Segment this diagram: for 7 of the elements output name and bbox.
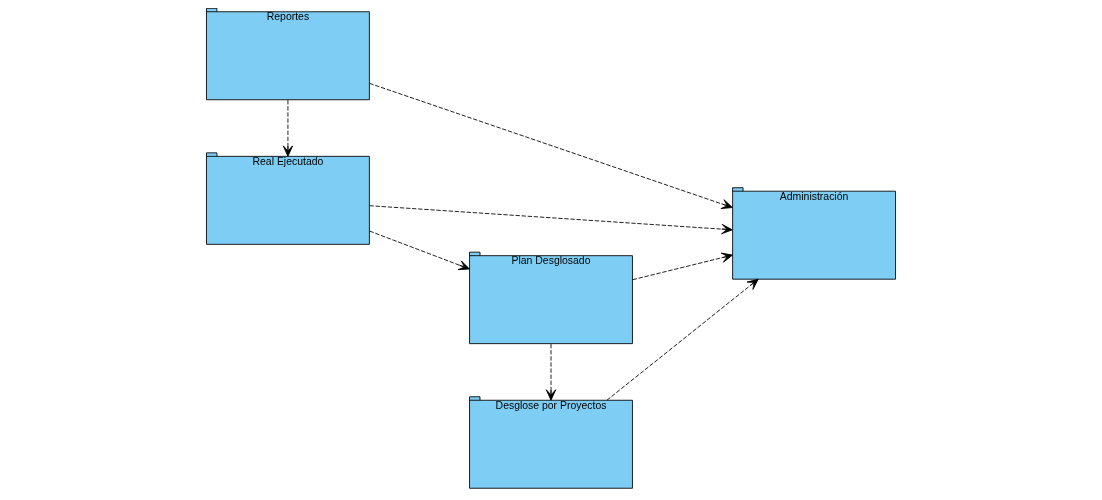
arrow <box>545 343 557 401</box>
arrow <box>369 230 470 271</box>
arrow <box>282 99 294 157</box>
arrow <box>369 82 733 209</box>
arrow <box>369 205 733 235</box>
arrow <box>606 278 759 401</box>
arrow <box>632 252 733 281</box>
